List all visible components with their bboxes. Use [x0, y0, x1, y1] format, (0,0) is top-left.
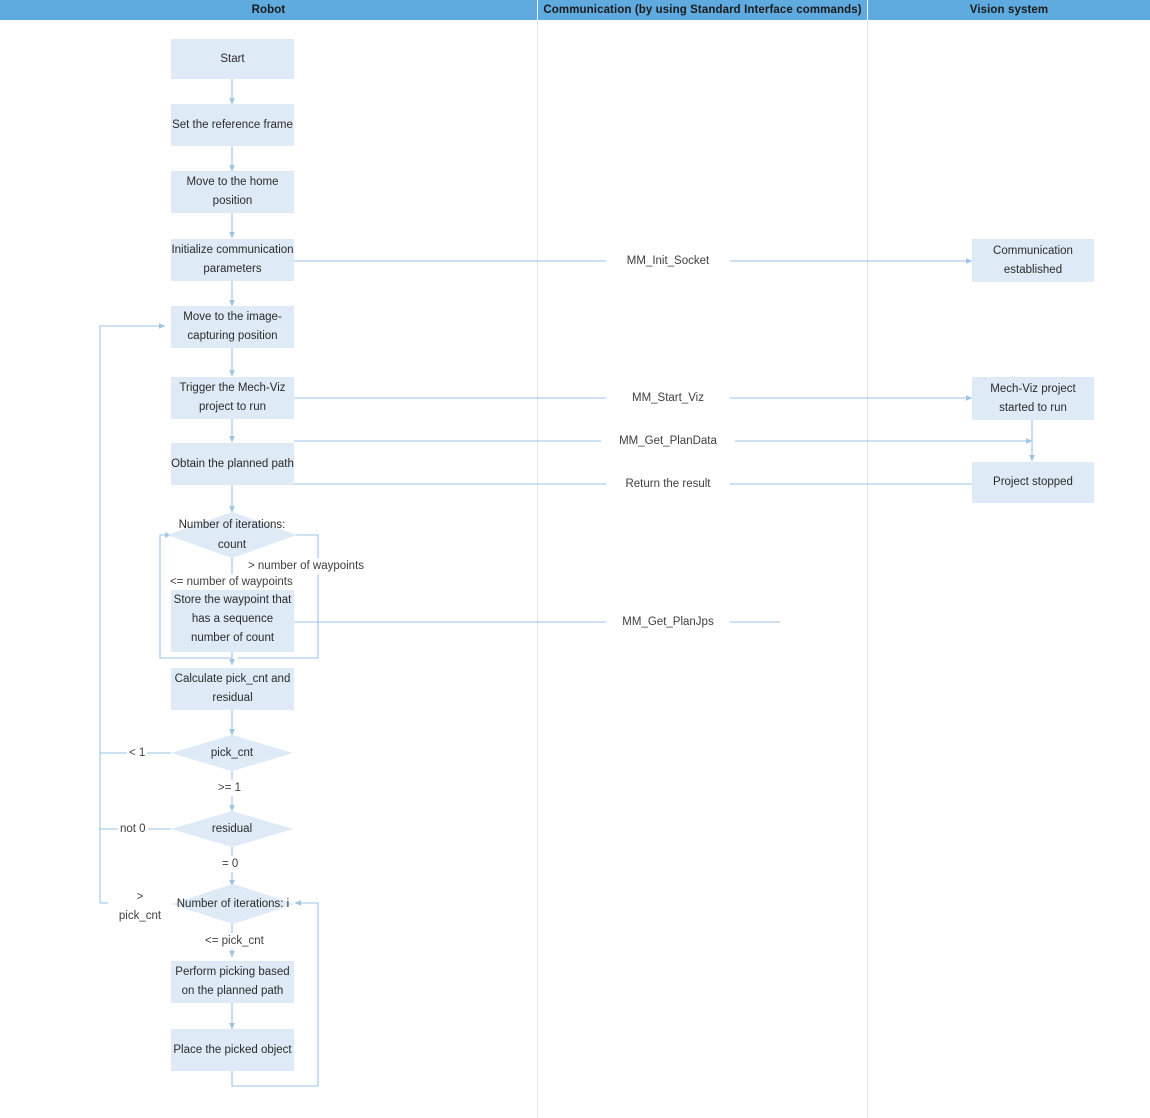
node-residual-decision[interactable]: residual	[171, 811, 293, 847]
node-project-stopped[interactable]: Project stopped	[972, 462, 1094, 503]
node-set-reference-frame[interactable]: Set the reference frame	[171, 104, 294, 146]
node-communication-established-label: Communication established	[993, 244, 1073, 276]
node-iterations-i-label: Number of iterations: i	[176, 898, 290, 910]
node-place-object[interactable]: Place the picked object	[171, 1029, 294, 1071]
edge-label-mm-init-socket: MM_Init_Socket	[606, 253, 730, 269]
edge-label-lte-pickcnt: <= pick_cnt	[203, 933, 266, 949]
node-move-home-label: Move to the home position	[186, 176, 279, 207]
lane-header-vision: Vision system	[868, 0, 1150, 20]
lane-body-communication	[538, 20, 868, 1118]
lane-header-robot-label: Robot	[251, 4, 286, 16]
node-pick-cnt-decision-label: pick_cnt	[210, 747, 254, 759]
edge-label-lte-number-of-waypoints: <= number of waypoints	[168, 574, 295, 590]
edge-label-not-0: not 0	[118, 821, 148, 837]
node-store-waypoint[interactable]: Store the waypoint that has a sequence n…	[171, 586, 294, 652]
node-iterations-i[interactable]: Number of iterations: i	[171, 884, 295, 924]
node-store-waypoint-label: Store the waypoint that has a sequence n…	[173, 593, 292, 644]
lane-body-robot	[0, 20, 538, 1118]
node-communication-established[interactable]: Communication established	[972, 239, 1094, 282]
node-set-reference-frame-label: Set the reference frame	[172, 118, 293, 131]
edge-label-gte-1: >= 1	[216, 780, 244, 796]
node-mechviz-started[interactable]: Mech-Viz project started to run	[972, 377, 1094, 420]
edge-label-gt-number-of-waypoints: > number of waypoints	[246, 558, 367, 574]
lane-header-communication-label: Communication (by using Standard Interfa…	[543, 4, 862, 16]
node-residual-decision-label: residual	[211, 823, 253, 835]
node-calculate-pickcnt-label: Calculate pick_cnt and residual	[174, 673, 291, 704]
node-init-comm-params[interactable]: Initialize communication parameters	[171, 239, 294, 281]
node-move-home[interactable]: Move to the home position	[171, 171, 294, 213]
node-move-image-capture[interactable]: Move to the image-capturing position	[171, 306, 294, 348]
edge-label-gt-pickcnt: > pick_cnt	[108, 888, 172, 926]
node-start[interactable]: Start	[171, 39, 294, 79]
node-perform-picking[interactable]: Perform picking based on the planned pat…	[171, 961, 294, 1003]
edge-label-mm-start-viz: MM_Start_Viz	[606, 390, 730, 406]
edge-label-return-the-result: Return the result	[606, 476, 730, 492]
node-obtain-planned-path-label: Obtain the planned path	[171, 457, 294, 470]
node-place-object-label: Place the picked object	[173, 1043, 292, 1056]
diamond-shape-pick-cnt	[171, 735, 293, 771]
node-trigger-mechviz-label: Trigger the Mech-Viz project to run	[179, 382, 286, 413]
edge-label-lt-1: < 1	[127, 745, 148, 761]
node-pick-cnt-decision[interactable]: pick_cnt	[171, 735, 293, 771]
node-calculate-pickcnt[interactable]: Calculate pick_cnt and residual	[171, 668, 294, 710]
edge-label-mm-get-plandata: MM_Get_PlanData	[601, 433, 735, 449]
lane-header-vision-label: Vision system	[969, 4, 1049, 16]
node-trigger-mechviz[interactable]: Trigger the Mech-Viz project to run	[171, 377, 294, 419]
lane-body-vision	[868, 20, 1150, 1118]
lane-header-communication: Communication (by using Standard Interfa…	[538, 0, 868, 20]
lane-header-robot: Robot	[0, 0, 538, 20]
node-obtain-planned-path[interactable]: Obtain the planned path	[171, 443, 294, 485]
node-iterations-count-label: Number of iterations: count	[178, 519, 286, 551]
node-mechviz-started-label: Mech-Viz project started to run	[990, 382, 1076, 414]
edge-label-mm-get-planjps: MM_Get_PlanJps	[606, 614, 730, 630]
node-project-stopped-label: Project stopped	[993, 476, 1073, 488]
node-iterations-count[interactable]: Number of iterations: count	[167, 512, 297, 558]
node-move-image-capture-label: Move to the image-capturing position	[183, 311, 282, 342]
edge-label-eq-0: = 0	[220, 856, 241, 872]
diamond-shape-iterations-count	[167, 512, 297, 558]
diamond-shape-residual	[171, 811, 293, 847]
node-start-label: Start	[220, 52, 245, 65]
node-init-comm-params-label: Initialize communication parameters	[171, 244, 294, 275]
diamond-shape-iterations-i	[171, 884, 295, 924]
node-perform-picking-label: Perform picking based on the planned pat…	[175, 966, 290, 997]
